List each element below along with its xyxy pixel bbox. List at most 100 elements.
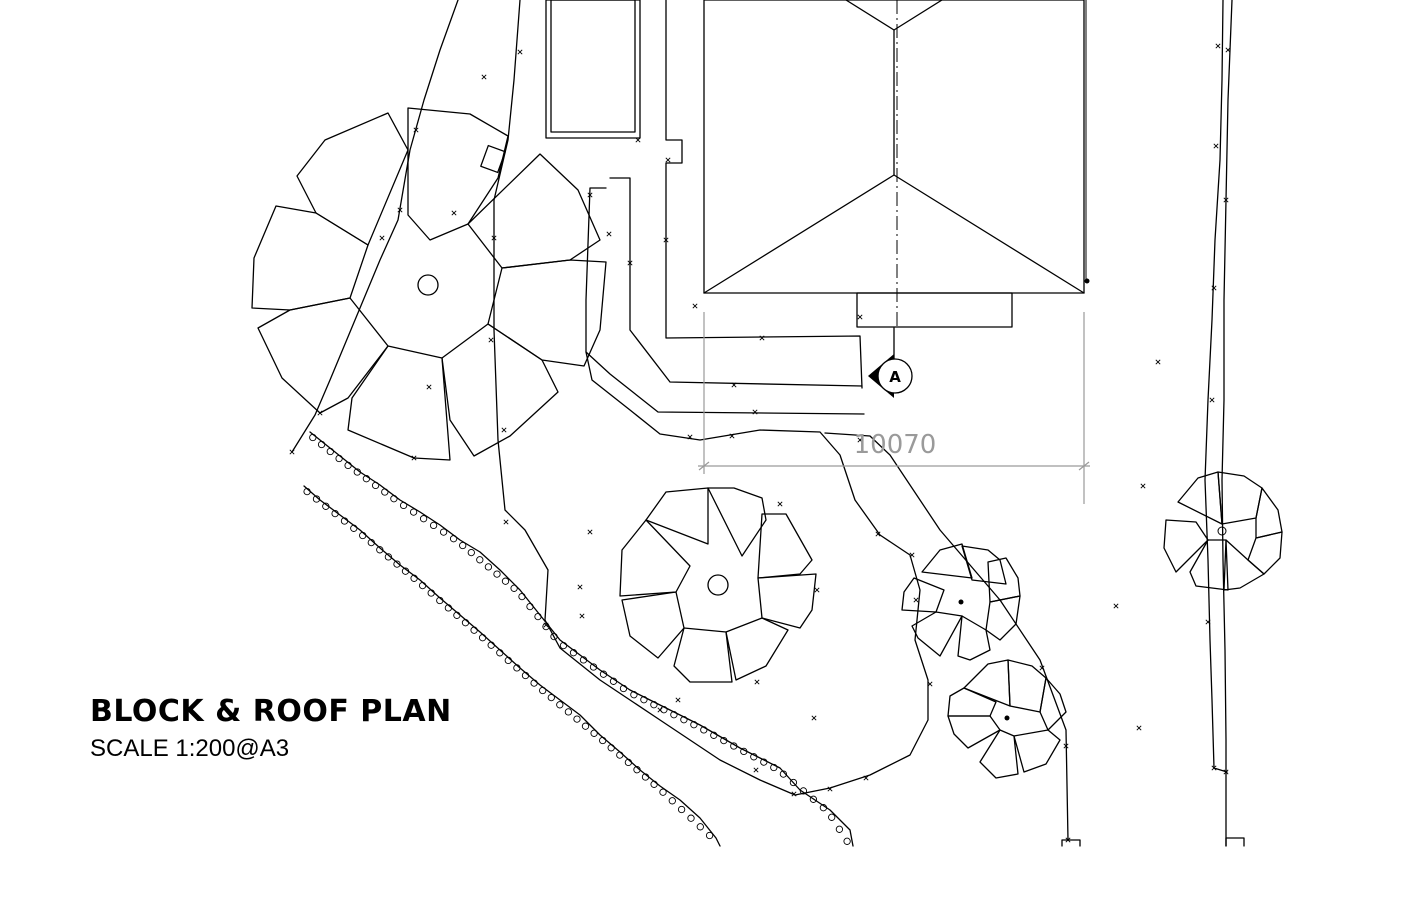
survey-mark — [635, 137, 641, 143]
hedge-scallop — [640, 696, 648, 704]
hedge-scallop — [331, 509, 339, 518]
survey-mark — [379, 235, 385, 241]
hedge-scallop — [705, 831, 714, 840]
hedge-scallop — [687, 814, 695, 822]
hedge-scallop — [710, 731, 718, 739]
survey-mark — [426, 384, 432, 390]
hedge-scallop — [550, 632, 558, 641]
hedge-scallop — [418, 581, 427, 590]
hedge-scallop — [478, 634, 487, 642]
hedge-scallop — [843, 837, 851, 845]
hedge-scallop — [730, 742, 738, 750]
hedge-scallop — [359, 531, 367, 540]
survey-mark — [1136, 725, 1142, 731]
tree-petal — [1177, 471, 1223, 525]
survey-mark — [777, 501, 783, 507]
east-boundary — [1204, 0, 1245, 847]
dimension-tick-left — [698, 461, 710, 471]
tree-petal — [707, 487, 767, 557]
drawing-scale: SCALE 1:200@A3 — [90, 735, 290, 762]
survey-mark — [692, 303, 698, 309]
survey-mark — [753, 767, 759, 773]
hedge-scallop — [564, 708, 573, 716]
hedge-scallop — [720, 736, 728, 745]
tree-petal — [1007, 659, 1047, 713]
dimension-value: 10070 — [854, 430, 937, 460]
tree-petal — [621, 591, 685, 659]
survey-mark — [729, 433, 735, 439]
tree-petal — [963, 659, 1011, 707]
hedge-scallop — [384, 553, 393, 561]
tree-petal — [901, 577, 945, 613]
hedge-scallop — [750, 753, 758, 761]
survey-mark — [1223, 769, 1229, 775]
hedge-scallop — [476, 556, 484, 564]
hedge-scallop — [393, 560, 401, 568]
hedge-scallop — [317, 440, 326, 449]
tree-trunk — [707, 574, 729, 596]
hedge-scallop — [312, 495, 321, 503]
hedge-scallop — [344, 461, 352, 470]
hedge-scallop — [590, 729, 598, 737]
tree-petal — [725, 617, 789, 681]
hedge-scallop — [547, 693, 555, 702]
survey-mark — [397, 207, 403, 213]
hedge-scallop — [609, 677, 618, 685]
tree-petal — [1039, 677, 1067, 731]
hedge-scallop — [589, 663, 598, 671]
fence-post-lower — [1061, 839, 1081, 847]
hedge-scallop — [436, 596, 444, 605]
hedge-scallop — [493, 570, 501, 578]
hedge-scallop — [690, 721, 698, 729]
tree-petal — [407, 107, 509, 241]
survey-mark — [451, 210, 457, 216]
survey-mark — [501, 427, 507, 433]
hedge-scallop — [518, 592, 526, 601]
hedge-scallop — [680, 716, 688, 724]
hedge-scallop — [616, 751, 624, 759]
hedge-scallop — [401, 567, 410, 575]
survey-mark — [811, 715, 817, 721]
hedge-scallop — [419, 515, 428, 523]
hedge-scallop — [556, 701, 564, 709]
tree-medium-centre — [619, 487, 817, 683]
hedge-scallop — [484, 563, 493, 571]
hedge-scallop — [677, 805, 686, 814]
hedge-scallop — [371, 481, 380, 490]
hedge-scallop — [521, 671, 530, 680]
hedge-scallop — [335, 454, 343, 463]
tree-petal — [757, 513, 813, 579]
survey-mark — [1225, 47, 1231, 53]
tree-petal — [1223, 539, 1265, 591]
hedge-scallop — [461, 619, 470, 627]
tree-petal — [947, 715, 1001, 749]
section-label: A — [889, 368, 901, 386]
hedge-scallop — [630, 691, 638, 699]
survey-mark — [517, 49, 523, 55]
hedge-scallop — [429, 521, 438, 530]
hedge-scallop — [819, 804, 828, 812]
hedge-scallop — [376, 546, 384, 554]
hedge-scallop — [487, 641, 495, 649]
hedge-scallop — [350, 524, 358, 532]
survey-mark — [1063, 743, 1069, 749]
survey-mark — [579, 613, 585, 619]
tree-petal — [979, 729, 1019, 779]
survey-mark — [1223, 197, 1229, 203]
roof-ridge-top — [845, 0, 943, 31]
survey-marks — [289, 43, 1231, 845]
tree-small-1 — [901, 543, 1021, 661]
pool-inner — [550, 0, 636, 133]
survey-mark — [289, 449, 295, 455]
hedge-scallop — [633, 766, 641, 774]
hedge-scallop — [670, 711, 678, 719]
tree-petal — [947, 687, 997, 717]
hedge-scallop — [740, 747, 748, 756]
hedge-scallop — [573, 715, 581, 723]
hedge-scallop — [526, 602, 534, 611]
tree-petal — [673, 627, 733, 683]
hedge-scallop — [809, 795, 818, 803]
survey-mark — [1215, 43, 1221, 49]
tree-petal — [487, 259, 607, 367]
